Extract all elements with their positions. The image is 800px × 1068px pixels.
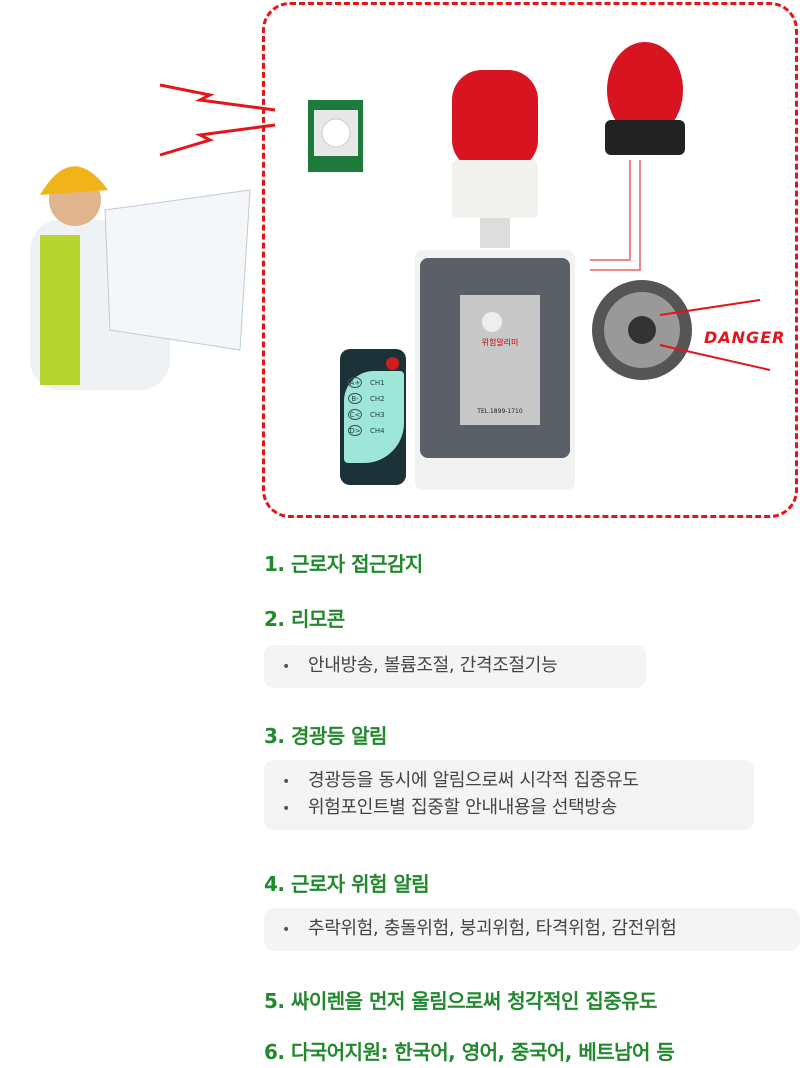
alarm-device — [415, 250, 575, 490]
beacon-light — [590, 42, 685, 271]
remote-button: B-CH2 — [348, 393, 400, 404]
feature-heading-4: 4. 근로자 위험 알림 — [264, 872, 430, 896]
feature-box-2: 안내방송, 볼륨조절, 간격조절기능 — [264, 645, 646, 688]
device-tel: TEL.1899-1710 — [476, 408, 523, 415]
product-illustration: 위험알리미 TEL.1899-1710 — [30, 42, 771, 490]
feature-item: 경광등을 동시에 알림으로써 시각적 집중유도 — [282, 768, 740, 795]
speaker — [592, 280, 771, 380]
signal-icon — [159, 83, 276, 112]
remote-control: A+CH1 B-CH2 C<CH3 D>CH4 — [340, 349, 406, 485]
feature-item: 위험포인트별 집중할 안내내용을 선택방송 — [282, 795, 740, 822]
feature-heading-2: 2. 리모콘 — [264, 607, 345, 631]
warning-lamp — [452, 70, 538, 248]
remote-button: A+CH1 — [348, 377, 385, 388]
worker-illustration — [30, 166, 251, 390]
danger-label: DANGER — [704, 328, 786, 347]
remote-button: D>CH4 — [348, 425, 385, 436]
signal-icon — [159, 123, 276, 157]
feature-heading-6: 6. 다국어지원: 한국어, 영어, 중국어, 베트남어 등 — [264, 1040, 675, 1064]
power-icon — [386, 357, 399, 370]
feature-box-4: 추락위험, 충돌위험, 붕괴위험, 타격위험, 감전위험 — [264, 908, 800, 951]
feature-box-3: 경광등을 동시에 알림으로써 시각적 집중유도 위험포인트별 집중할 안내내용을… — [264, 760, 754, 830]
feature-heading-3: 3. 경광등 알림 — [264, 724, 387, 748]
feature-item: 추락위험, 충돌위험, 붕괴위험, 타격위험, 감전위험 — [282, 916, 786, 943]
feature-heading-5: 5. 싸이렌을 먼저 울림으로써 청각적인 집중유도 — [264, 989, 657, 1013]
feature-item: 안내방송, 볼륨조절, 간격조절기능 — [282, 653, 632, 680]
motion-sensor — [308, 100, 363, 172]
product-frame — [262, 2, 798, 518]
feature-heading-1: 1. 근로자 접근감지 — [264, 552, 423, 576]
remote-button: C<CH3 — [348, 409, 385, 420]
device-brand: 위험알리미 — [482, 337, 519, 347]
